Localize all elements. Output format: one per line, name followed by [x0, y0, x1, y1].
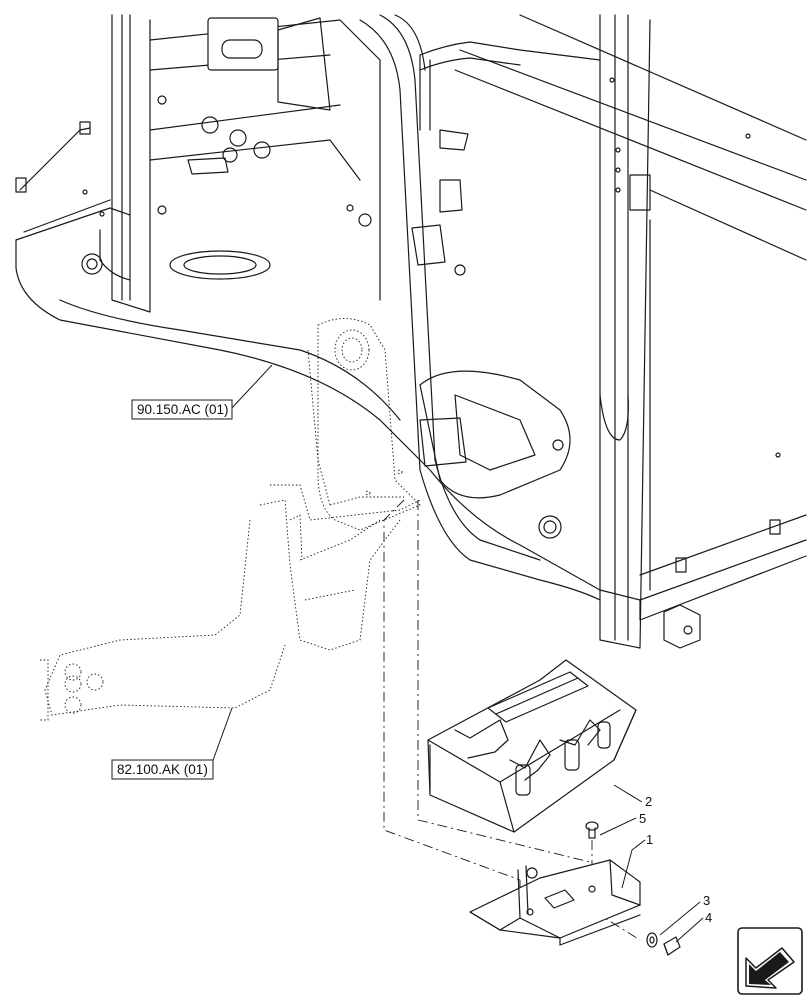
hitch-linkage-hidden — [40, 318, 421, 721]
callout-2: 2 — [645, 794, 652, 809]
leader-lines — [211, 364, 704, 943]
callout-5: 5 — [639, 811, 646, 826]
washer-item-3 — [646, 932, 658, 948]
callout-3: 3 — [703, 893, 710, 908]
callout-1: 1 — [646, 832, 653, 847]
screw-item-5 — [585, 821, 599, 839]
hitch-reference-label: 82.100.AK (01) — [117, 762, 208, 777]
cab-frame — [15, 14, 807, 649]
frame-reference-label: 90.150.AC (01) — [137, 402, 229, 417]
battery — [427, 659, 637, 833]
hitch-reference-box[interactable]: 82.100.AK (01) — [111, 759, 214, 780]
frame-reference-box[interactable]: 90.150.AC (01) — [131, 399, 233, 420]
arrow-down-left-icon[interactable] — [737, 927, 803, 995]
bolt-item-4 — [663, 936, 681, 956]
battery-tray — [469, 859, 641, 946]
callout-4: 4 — [705, 910, 712, 925]
